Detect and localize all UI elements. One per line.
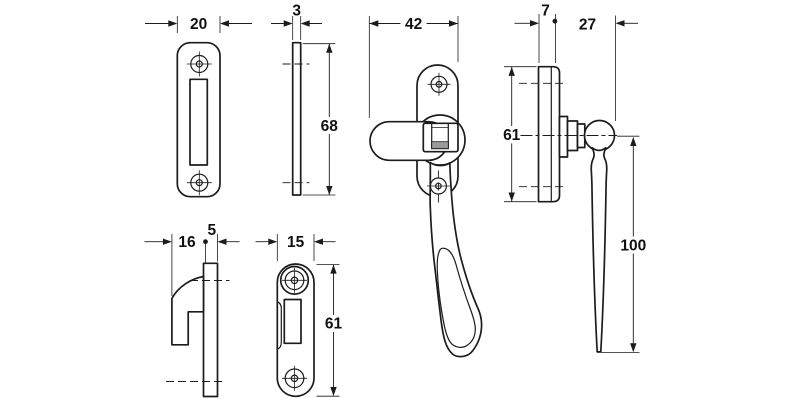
dim-keeper-plate-height: 68: [302, 43, 339, 196]
dim-keeper-plate-thickness: 3: [271, 3, 322, 40]
dim-label: 27: [579, 17, 596, 34]
dim-label: 3: [292, 3, 301, 20]
dim-label: 100: [620, 238, 646, 255]
dim-label: 16: [178, 234, 196, 251]
hook-flange: [171, 275, 205, 346]
hook-plate-side: [202, 262, 219, 398]
dim-label: 20: [190, 16, 207, 33]
dim-label: 5: [207, 222, 216, 239]
dim-label: 68: [321, 118, 339, 135]
keeper-plate-side-outline: [291, 41, 302, 196]
handle-grip-opening: [436, 247, 476, 348]
dim-fastener-plate-height: 61: [503, 66, 537, 203]
fastener-side-plate: [537, 65, 561, 203]
hub-collar-1: [558, 115, 569, 158]
dim-hook-plate-width: 15: [255, 234, 336, 261]
view-keeper-hook-front: 15 61: [255, 234, 343, 398]
view-fastener-side: 61 7 27 100: [503, 3, 646, 353]
dim-handle-projection: 27: [579, 15, 638, 121]
hook-tongue: [283, 298, 302, 345]
hook-lip-edge: [277, 301, 282, 350]
dim-handle-length: 100: [597, 135, 646, 353]
view-fastener-front: 42: [368, 16, 483, 358]
screw-hole: [186, 51, 212, 77]
dim-fastener-total-width: 42: [368, 16, 459, 118]
dim-label: 61: [325, 316, 343, 333]
dim-keeper-plate-width: 20: [145, 16, 252, 33]
screw-hole: [282, 267, 307, 293]
screw-hole: [426, 170, 450, 204]
dim-hook-projection: 16 5: [144, 222, 240, 296]
dim-fastener-plate-thickness: 7: [514, 3, 558, 63]
view-keeper-plate-front: 20: [145, 16, 252, 198]
latch-pin: [431, 141, 449, 149]
fastener-handle-grip: [429, 161, 483, 358]
dim-label: 42: [405, 16, 422, 33]
view-keeper-plate-side: 3 68: [271, 3, 338, 196]
handle-stem: [590, 146, 608, 353]
screw-hole: [186, 170, 212, 196]
screw-hole: [427, 72, 451, 96]
screw-hole: [282, 365, 307, 391]
dim-label: 61: [503, 127, 521, 144]
dim-label: 7: [541, 3, 550, 20]
dim-label: 15: [287, 234, 305, 251]
view-keeper-hook-side: 16 5: [144, 222, 240, 398]
dim-hook-plate-height: 61: [316, 264, 343, 397]
keeper-plate-slot: [189, 78, 209, 166]
